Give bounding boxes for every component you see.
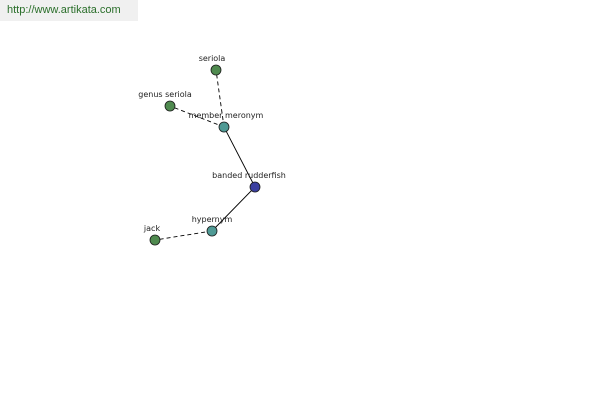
node-circle-member-meronym[interactable] [218,121,230,133]
source-url-link[interactable]: http://www.artikata.com [0,0,138,21]
graph-node-jack[interactable]: jack [143,224,161,246]
node-label-genus-seriola: genus seriola [138,90,192,99]
node-label-hypernym: hypernym [192,215,233,224]
edge-hypernym-to-jack [154,230,213,241]
graph-node-member-meronym[interactable]: member meronym [189,111,264,133]
graph-node-banded-rudderfish[interactable]: banded rudderfish [212,171,286,193]
node-circle-genus-seriola[interactable] [164,100,176,112]
node-label-seriola: seriola [199,54,226,63]
graph-node-genus-seriola[interactable]: genus seriola [138,90,192,112]
node-circle-hypernym[interactable] [206,225,218,237]
nodes-layer: seriola genus seriola member meronym banded… [138,54,286,246]
graph-node-hypernym[interactable]: hypernym [192,215,233,237]
edges-layer [154,69,256,241]
edge-banded-rudderfish-to-member-meronym [223,126,256,188]
edge-member-meronym-to-seriola [215,69,225,128]
edge-banded-rudderfish-to-hypernym [211,186,256,232]
node-circle-jack[interactable] [149,234,161,246]
node-label-banded-rudderfish: banded rudderfish [212,171,286,180]
node-circle-seriola[interactable] [210,64,222,76]
edge-member-meronym-to-genus-seriola [169,105,225,128]
node-circle-banded-rudderfish[interactable] [249,181,261,193]
graph-node-seriola[interactable]: seriola [199,54,226,76]
node-label-jack: jack [143,224,161,233]
node-label-member-meronym: member meronym [189,111,264,120]
